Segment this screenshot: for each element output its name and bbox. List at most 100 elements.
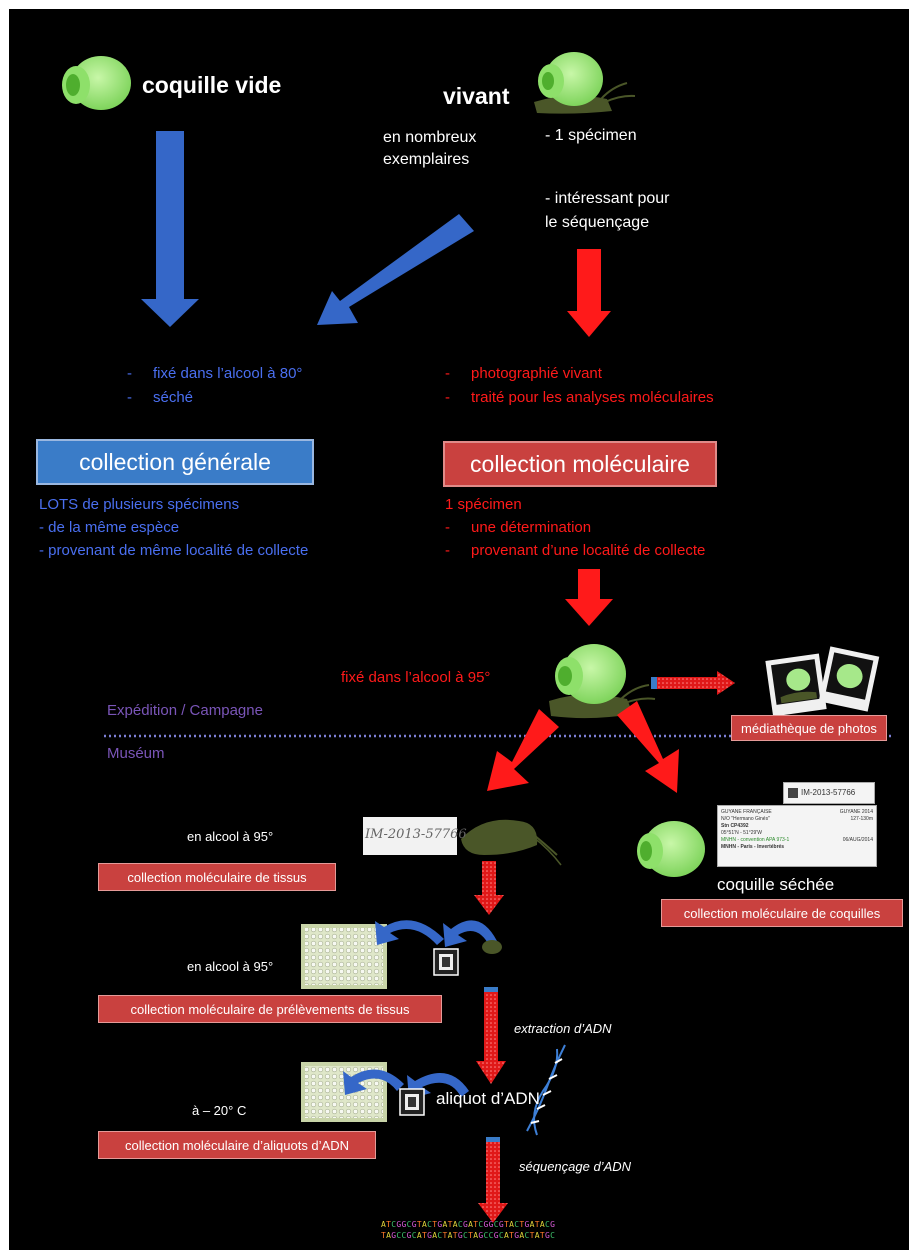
dna-base: G [488, 1220, 494, 1229]
dna-base: C [545, 1220, 551, 1229]
shell-card-right-line: 127-130m [850, 816, 873, 822]
dna-base: C [550, 1231, 556, 1240]
shell-card-right-column: GUYANE 2014 127-130m 06/AUG/2014 [840, 809, 873, 844]
red-arrow-down-top [567, 249, 611, 337]
dna-base: A [509, 1220, 515, 1229]
tube-2-icon [399, 1088, 425, 1116]
diagram-artwork [62, 52, 891, 1223]
dna-base: A [534, 1231, 540, 1240]
many-specimens-line-2: exemplaires [383, 151, 470, 168]
fixed-95-label: fixé dans l’alcool à 95° [341, 669, 491, 686]
dna-base: T [442, 1231, 448, 1240]
dna-base: T [519, 1220, 525, 1229]
aliquots-collection-box: collection moléculaire d’aliquots d’ADN [98, 1131, 376, 1159]
dna-base: C [514, 1220, 520, 1229]
blue-treatment-list: -fixé dans l’alcool à 80° -séché [127, 362, 302, 410]
live-snail-icon [534, 52, 636, 114]
dna-base: G [457, 1231, 463, 1240]
shell-card-line: MNHN - Paris - Invertébrés [721, 844, 785, 850]
red-arrow-down-middle [565, 569, 613, 626]
dna-aliquot-label: aliquot d’ADN [436, 1089, 540, 1108]
dna-base: C [391, 1220, 397, 1229]
dna-base: C [498, 1231, 504, 1240]
dna-base: T [534, 1220, 540, 1229]
curved-arrows-1-icon [375, 920, 497, 947]
dna-base: A [468, 1220, 474, 1229]
dna-base: G [493, 1231, 499, 1240]
general-detail-line: - provenant de même localité de collecte [39, 542, 309, 559]
shell-tag-text: IM-2013-57766 [801, 788, 856, 797]
shell-card-line: Stn CP4392 [721, 823, 749, 829]
tissue-label-tag [363, 817, 457, 855]
dna-base: A [442, 1220, 448, 1229]
dna-base: C [478, 1220, 484, 1229]
dna-base: G [396, 1220, 402, 1229]
tissue-samples-collection-box: collection moléculaire de prélèvements d… [98, 995, 442, 1023]
dna-base: T [416, 1220, 422, 1229]
museum-label: Muséum [107, 745, 165, 762]
dotted-arrow-down-2 [476, 987, 506, 1084]
sequencing-label: séquençage d’ADN [519, 1159, 632, 1174]
molecular-detail-line: -une détermination [445, 519, 592, 536]
shell-collection-box: collection moléculaire de coquilles [661, 899, 903, 927]
dna-base: A [473, 1231, 479, 1240]
extraction-label: extraction d’ADN [514, 1021, 612, 1036]
dna-base: C [406, 1220, 412, 1229]
dna-base: A [529, 1220, 535, 1229]
aliquot-condition: à – 20° C [192, 1103, 247, 1118]
dna-base: T [447, 1220, 453, 1229]
general-detail-line: - de la même espèce [39, 519, 180, 536]
shell-card-line: 05°51'N - 51°29'W [721, 830, 762, 836]
dna-base: T [504, 1220, 510, 1229]
dna-base: G [514, 1231, 520, 1240]
dna-base: A [504, 1231, 510, 1240]
dna-base: T [386, 1220, 392, 1229]
shell-card-line: GUYANE FRANÇAISE [721, 809, 772, 815]
many-specimens-line-1: en nombreux [383, 129, 477, 146]
dna-base: T [529, 1231, 535, 1240]
sequencing-interest-line-1: - intéressant pour [545, 190, 670, 207]
dna-base: A [416, 1231, 422, 1240]
dna-base: G [411, 1220, 417, 1229]
dna-base: G [545, 1231, 551, 1240]
shell-info-card: GUYANE 2014 127-130m 06/AUG/2014 GUYANE … [717, 805, 877, 867]
general-collection-box: collection générale [36, 439, 314, 485]
dna-base: G [406, 1231, 412, 1240]
dna-base: G [483, 1220, 489, 1229]
shell-card-line: MNHN - convention APA 973-1 [721, 837, 790, 843]
tissue-tag-text: IM-2013-57766 [365, 827, 467, 842]
shell-card-right-line: GUYANE 2014 [839, 809, 873, 815]
dna-base: G [401, 1220, 407, 1229]
photo-prints-icon [765, 646, 880, 717]
one-specimen-text: - 1 spécimen [545, 127, 637, 144]
red-treatment-item: -traité pour les analyses moléculaires [445, 389, 714, 406]
alive-label: vivant [443, 83, 510, 109]
empty-shell-label: coquille vide [142, 72, 282, 98]
dna-base: C [396, 1231, 402, 1240]
dna-base: T [509, 1231, 515, 1240]
dotted-arrow-down-1 [474, 861, 504, 915]
molecular-collection-details: 1 spécimen -une détermination -provenant… [445, 493, 705, 562]
shell-card-right-line: 06/AUG/2014 [842, 837, 873, 843]
expedition-label: Expédition / Campagne [107, 702, 263, 719]
tissue-samples-condition: en alcool à 95° [187, 959, 274, 974]
dna-base: C [401, 1231, 407, 1240]
empty-shell-snail-icon [62, 56, 131, 110]
molecular-collection-box: collection moléculaire [443, 441, 717, 487]
dna-base: T [381, 1231, 387, 1240]
dna-base: T [539, 1231, 545, 1240]
dna-base: A [432, 1231, 438, 1240]
dna-base: C [524, 1231, 530, 1240]
red-treatment-item: -photographié vivant [445, 365, 602, 382]
many-specimens-text: en nombreux exemplaires [383, 127, 476, 171]
dna-base: G [498, 1220, 504, 1229]
tissue-piece-icon [482, 940, 502, 954]
dna-base: C [457, 1220, 463, 1229]
shell-tag-label: IM-2013-57766 [783, 782, 875, 804]
blue-treatment-item: -fixé dans l’alcool à 80° [127, 365, 303, 382]
fixed-snail-icon [549, 644, 656, 719]
blue-arrow-diagonal [317, 214, 474, 325]
well-plate-1-icon [301, 924, 387, 989]
molecular-detail-line: -provenant d’une localité de collecte [445, 542, 706, 559]
dna-base: A [386, 1231, 392, 1240]
